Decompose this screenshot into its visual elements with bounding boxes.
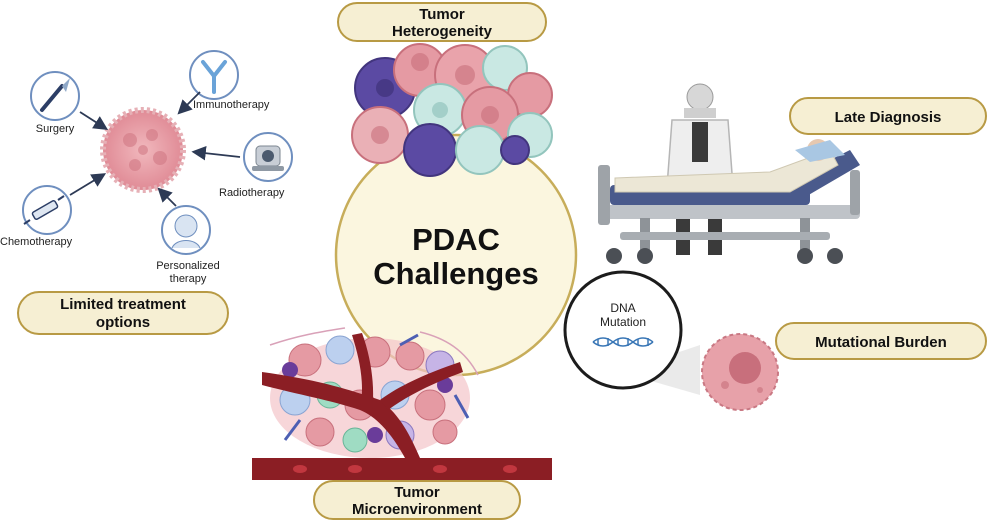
personalized-label-line2: therapy bbox=[170, 273, 207, 285]
limited-treatment-line2: options bbox=[96, 314, 150, 331]
microenvironment-line2: Microenvironment bbox=[352, 501, 482, 518]
chemotherapy-label: Chemotherapy bbox=[0, 236, 73, 248]
scalpel-icon bbox=[40, 78, 70, 112]
center-node: PDAC Challenges bbox=[334, 133, 578, 377]
dna-label-line2: Mutation bbox=[600, 315, 646, 329]
antibody-icon bbox=[201, 60, 227, 94]
heterogeneity-line1: Tumor bbox=[419, 6, 465, 23]
center-title-line2: Challenges bbox=[373, 256, 538, 291]
late-diagnosis-pill: Late Diagnosis bbox=[789, 97, 987, 135]
limited-treatment-pill: Limited treatment options bbox=[17, 291, 229, 335]
heterogeneity-line2: Heterogeneity bbox=[392, 23, 493, 40]
dna-mutation-callout: DNA Mutation bbox=[563, 270, 779, 411]
dna-helix-icon bbox=[592, 337, 654, 347]
dna-label-line1: DNA bbox=[610, 301, 635, 315]
person-face-icon bbox=[171, 214, 201, 249]
center-title-line1: PDAC bbox=[412, 222, 500, 257]
mutational-burden-pill: Mutational Burden bbox=[775, 322, 987, 360]
radiotherapy-label: Radiotherapy bbox=[219, 187, 285, 199]
heterogeneous-tumor-cluster bbox=[351, 43, 553, 177]
immunotherapy-label: Immunotherapy bbox=[193, 99, 270, 111]
mutated-cell-icon bbox=[701, 333, 779, 411]
treatment-diagram: Surgery Immunotherapy Radiotherapy Chemo… bbox=[0, 50, 293, 285]
personalized-label-line1: Personalized bbox=[156, 260, 220, 272]
blood-vessel bbox=[252, 458, 552, 480]
late-diagnosis-label: Late Diagnosis bbox=[835, 109, 942, 126]
heterogeneity-pill: Tumor Heterogeneity bbox=[337, 2, 547, 42]
microenvironment-pill: Tumor Microenvironment bbox=[313, 480, 521, 520]
surgery-label: Surgery bbox=[36, 123, 75, 135]
mutational-burden-label: Mutational Burden bbox=[815, 334, 947, 351]
radiotherapy-machine-icon bbox=[252, 145, 284, 171]
limited-treatment-line1: Limited treatment bbox=[60, 296, 186, 313]
syringe-icon bbox=[23, 195, 65, 225]
microenvironment-line1: Tumor bbox=[394, 484, 440, 501]
hospital-bed-illustration bbox=[598, 83, 860, 264]
microenvironment-illustration bbox=[252, 327, 552, 480]
